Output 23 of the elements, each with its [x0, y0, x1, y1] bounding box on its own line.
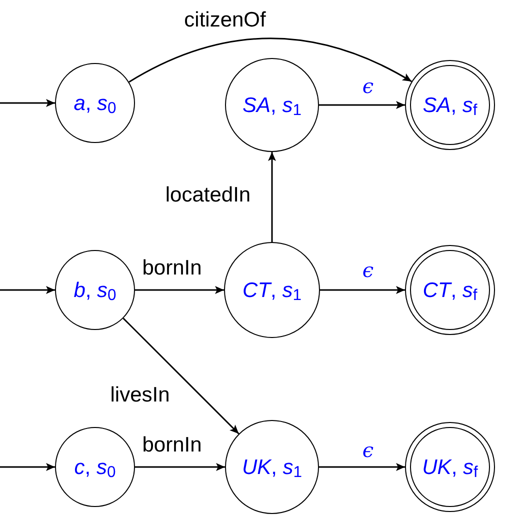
arrow	[319, 101, 405, 109]
arrow	[135, 286, 224, 294]
state-label: SA, s$_{f}$	[422, 94, 478, 116]
edge-label: ϵ	[362, 76, 374, 96]
state-label: c, s$_{0}$	[74, 456, 116, 478]
arrow	[135, 463, 225, 471]
state-label: a, s$_{0}$	[74, 92, 116, 114]
arrow	[319, 463, 405, 471]
edge-label: ϵ	[362, 440, 374, 460]
arrow	[0, 286, 55, 294]
arrow	[320, 286, 405, 294]
state-label: UK, s$_{1}$	[242, 456, 302, 478]
state-label: SA, s$_{1}$	[242, 94, 302, 116]
arrow	[122, 318, 240, 434]
arrow	[268, 152, 276, 242]
edge-label: ϵ	[362, 260, 374, 280]
arrow	[0, 99, 55, 107]
state-label: b, s$_{0}$	[74, 280, 116, 300]
state-label: UK, s$_{f}$	[422, 456, 478, 478]
arrow	[0, 463, 55, 471]
state-label: CT, s$_{1}$	[242, 280, 302, 300]
arrow	[128, 38, 412, 83]
state-label: CT, s$_{f}$	[422, 280, 478, 300]
